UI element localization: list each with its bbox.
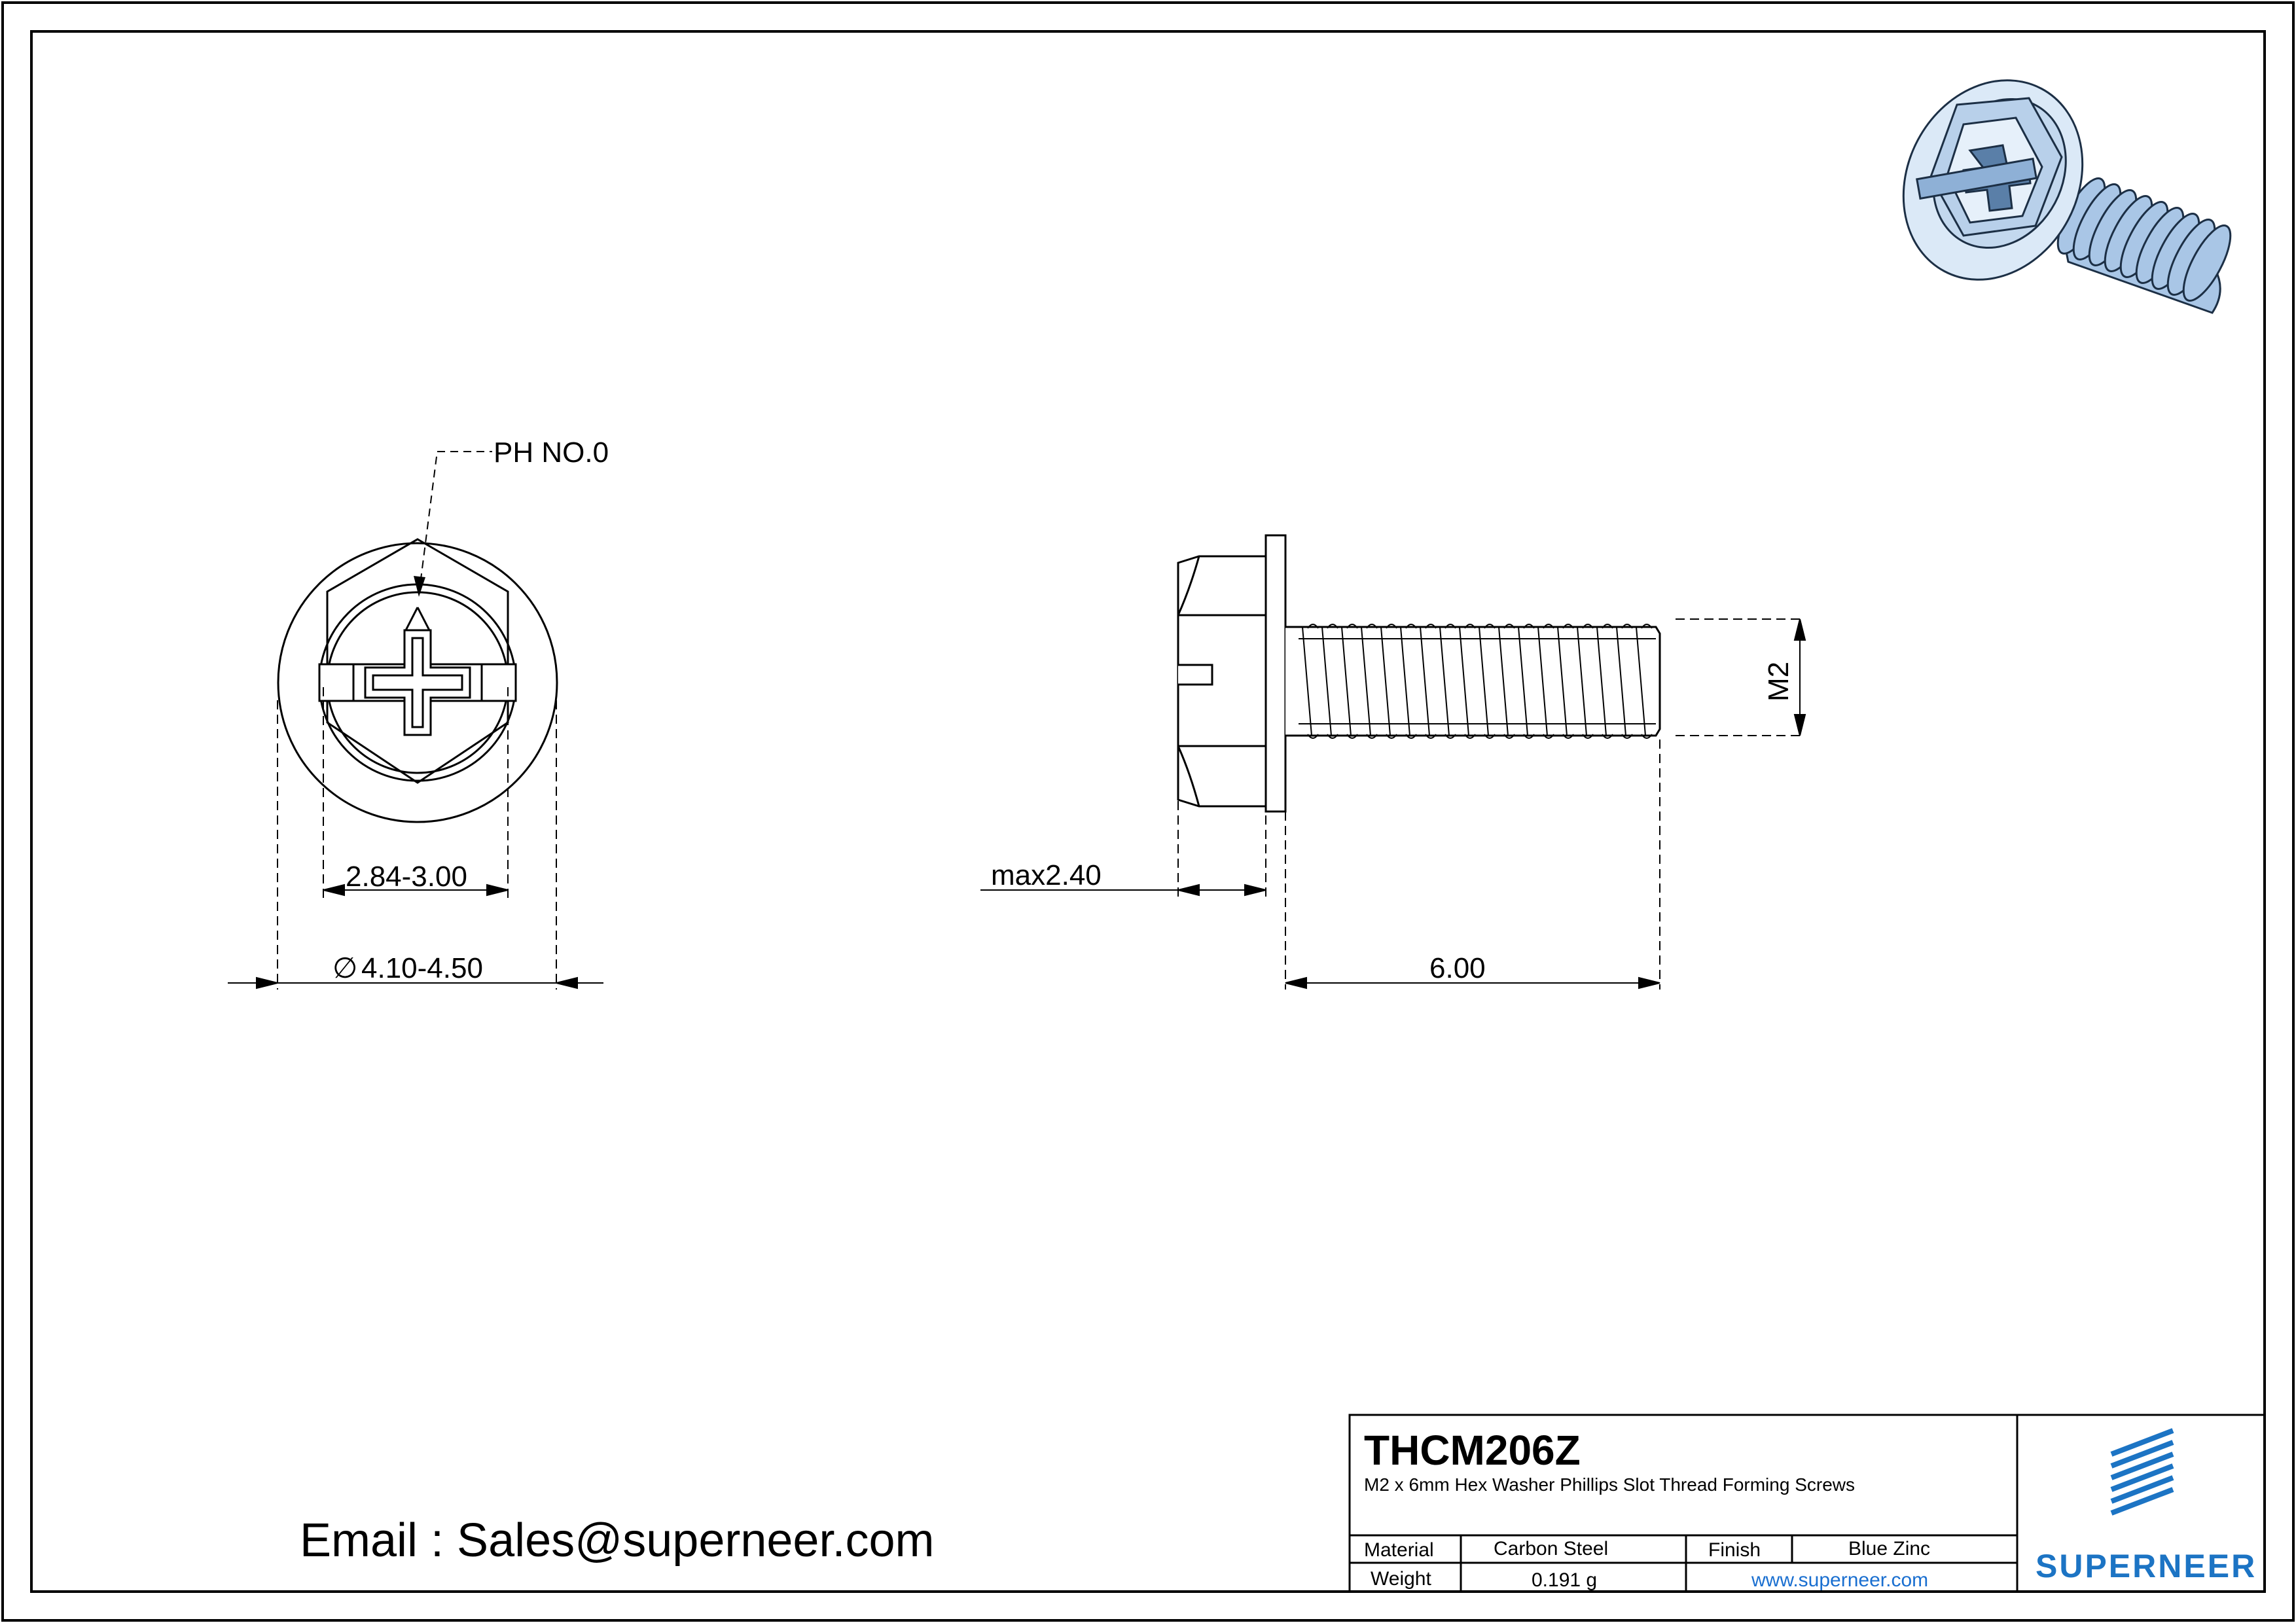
weight-label: Weight [1371, 1568, 1431, 1590]
thread-crest [1420, 626, 1430, 736]
website-link[interactable]: www.superneer.com [1751, 1569, 1928, 1591]
title-block [1348, 1414, 2266, 1593]
drive-callout: PH NO.0 [414, 437, 609, 597]
length-dimension-label: 6.00 [1429, 952, 1486, 984]
thread-peak-top [1503, 624, 1515, 629]
thread-peak-top [1366, 624, 1378, 629]
thread-dimension-label: M2 [1763, 662, 1795, 702]
thread-crest [1341, 626, 1352, 736]
thread-crest [1459, 626, 1469, 736]
finish-label: Finish [1708, 1539, 1761, 1561]
thread-peak-top [1346, 624, 1358, 629]
iso-thread-ring [2182, 224, 2232, 302]
thread-peak-bottom [1327, 734, 1338, 739]
weight-value: 0.191 g [1532, 1569, 1597, 1591]
phillips-cross [364, 629, 471, 736]
part-number: THCM206Z [1364, 1427, 1581, 1474]
thread-peak-top [1464, 624, 1476, 629]
washer-dimension-label: 4.10-4.50 [361, 952, 483, 984]
length-dimension [1285, 740, 1660, 990]
washer-flange-side [1265, 534, 1287, 813]
thread-peak-top [1307, 624, 1319, 629]
thread-crest [1321, 626, 1332, 736]
thread-peak-top [1386, 624, 1397, 629]
thread-peak-bottom [1641, 734, 1653, 739]
hex-dimension [323, 687, 509, 898]
thread-peak-top [1327, 624, 1338, 629]
hex-dimension-label: 2.84-3.00 [346, 861, 467, 893]
contact-email: Email : Sales@superneer.com [300, 1514, 935, 1567]
thread-peak-bottom [1523, 734, 1535, 739]
thread-peak-bottom [1386, 734, 1397, 739]
thread-peak-bottom [1464, 734, 1476, 739]
thread-peak-bottom [1444, 734, 1456, 739]
thread-crest [1518, 626, 1528, 736]
thread-crest [1498, 626, 1509, 736]
thread-peak-top [1444, 624, 1456, 629]
material-label: Material [1364, 1539, 1434, 1561]
thread-crest [1380, 626, 1391, 736]
thread-peak-bottom [1366, 734, 1378, 739]
thread-peak-top [1523, 624, 1535, 629]
side-view [1177, 534, 1661, 813]
diameter-symbol: ∅ [332, 952, 357, 984]
thread-peak-top [1425, 624, 1437, 629]
thread-crest [1596, 626, 1607, 736]
thread-peak-bottom [1621, 734, 1633, 739]
drive-type-label: PH NO.0 [493, 437, 609, 469]
material-value: Carbon Steel [1494, 1538, 1608, 1560]
thread-crest [1636, 626, 1646, 736]
thread-peak-bottom [1503, 734, 1515, 739]
thread-peak-bottom [1602, 734, 1613, 739]
phillips-cross-inner [372, 637, 463, 728]
thread-crest [1557, 626, 1568, 736]
thread-peak-top [1641, 624, 1653, 629]
thread-peak-top [1484, 624, 1496, 629]
thread-peak-top [1562, 624, 1574, 629]
washer-outline [277, 542, 558, 823]
thread-crest [1537, 626, 1548, 736]
thread-peak-bottom [1405, 734, 1417, 739]
head-height-label: max2.40 [991, 859, 1102, 891]
washer-dimension [228, 700, 603, 990]
front-view [277, 538, 558, 823]
thread-peak-top [1621, 624, 1633, 629]
hex-head-outline [326, 538, 509, 784]
head-height-dimension [980, 772, 1266, 898]
thread-peak-bottom [1307, 734, 1319, 739]
brand-logo-icon [2110, 1428, 2174, 1516]
thread-peak-bottom [1425, 734, 1437, 739]
thread-peak-bottom [1484, 734, 1496, 739]
drawing-frame [30, 30, 2266, 1593]
isometric-screw-image [1902, 79, 2232, 314]
thread-lines [1299, 638, 1656, 724]
thread-crest [1361, 626, 1371, 736]
finish-value: Blue Zinc [1848, 1538, 1930, 1560]
thread-crest [1577, 626, 1587, 736]
thread-crest [1302, 626, 1312, 736]
thread-pattern [1302, 624, 1653, 739]
thread-crest [1439, 626, 1450, 736]
thread-peak-top [1602, 624, 1613, 629]
brand-name: SUPERNEER [2036, 1548, 2257, 1584]
thread-dimension [1676, 618, 1806, 736]
thread-crest [1616, 626, 1626, 736]
thread-peak-top [1582, 624, 1594, 629]
thread-peak-bottom [1562, 734, 1574, 739]
shank-outline [1285, 626, 1661, 737]
thread-crest [1479, 626, 1489, 736]
thread-peak-top [1405, 624, 1417, 629]
part-description: M2 x 6mm Hex Washer Phillips Slot Thread… [1364, 1474, 1855, 1495]
thread-peak-top [1543, 624, 1554, 629]
thread-peak-bottom [1543, 734, 1554, 739]
thread-peak-bottom [1582, 734, 1594, 739]
thread-peak-bottom [1346, 734, 1358, 739]
thread-crest [1400, 626, 1410, 736]
